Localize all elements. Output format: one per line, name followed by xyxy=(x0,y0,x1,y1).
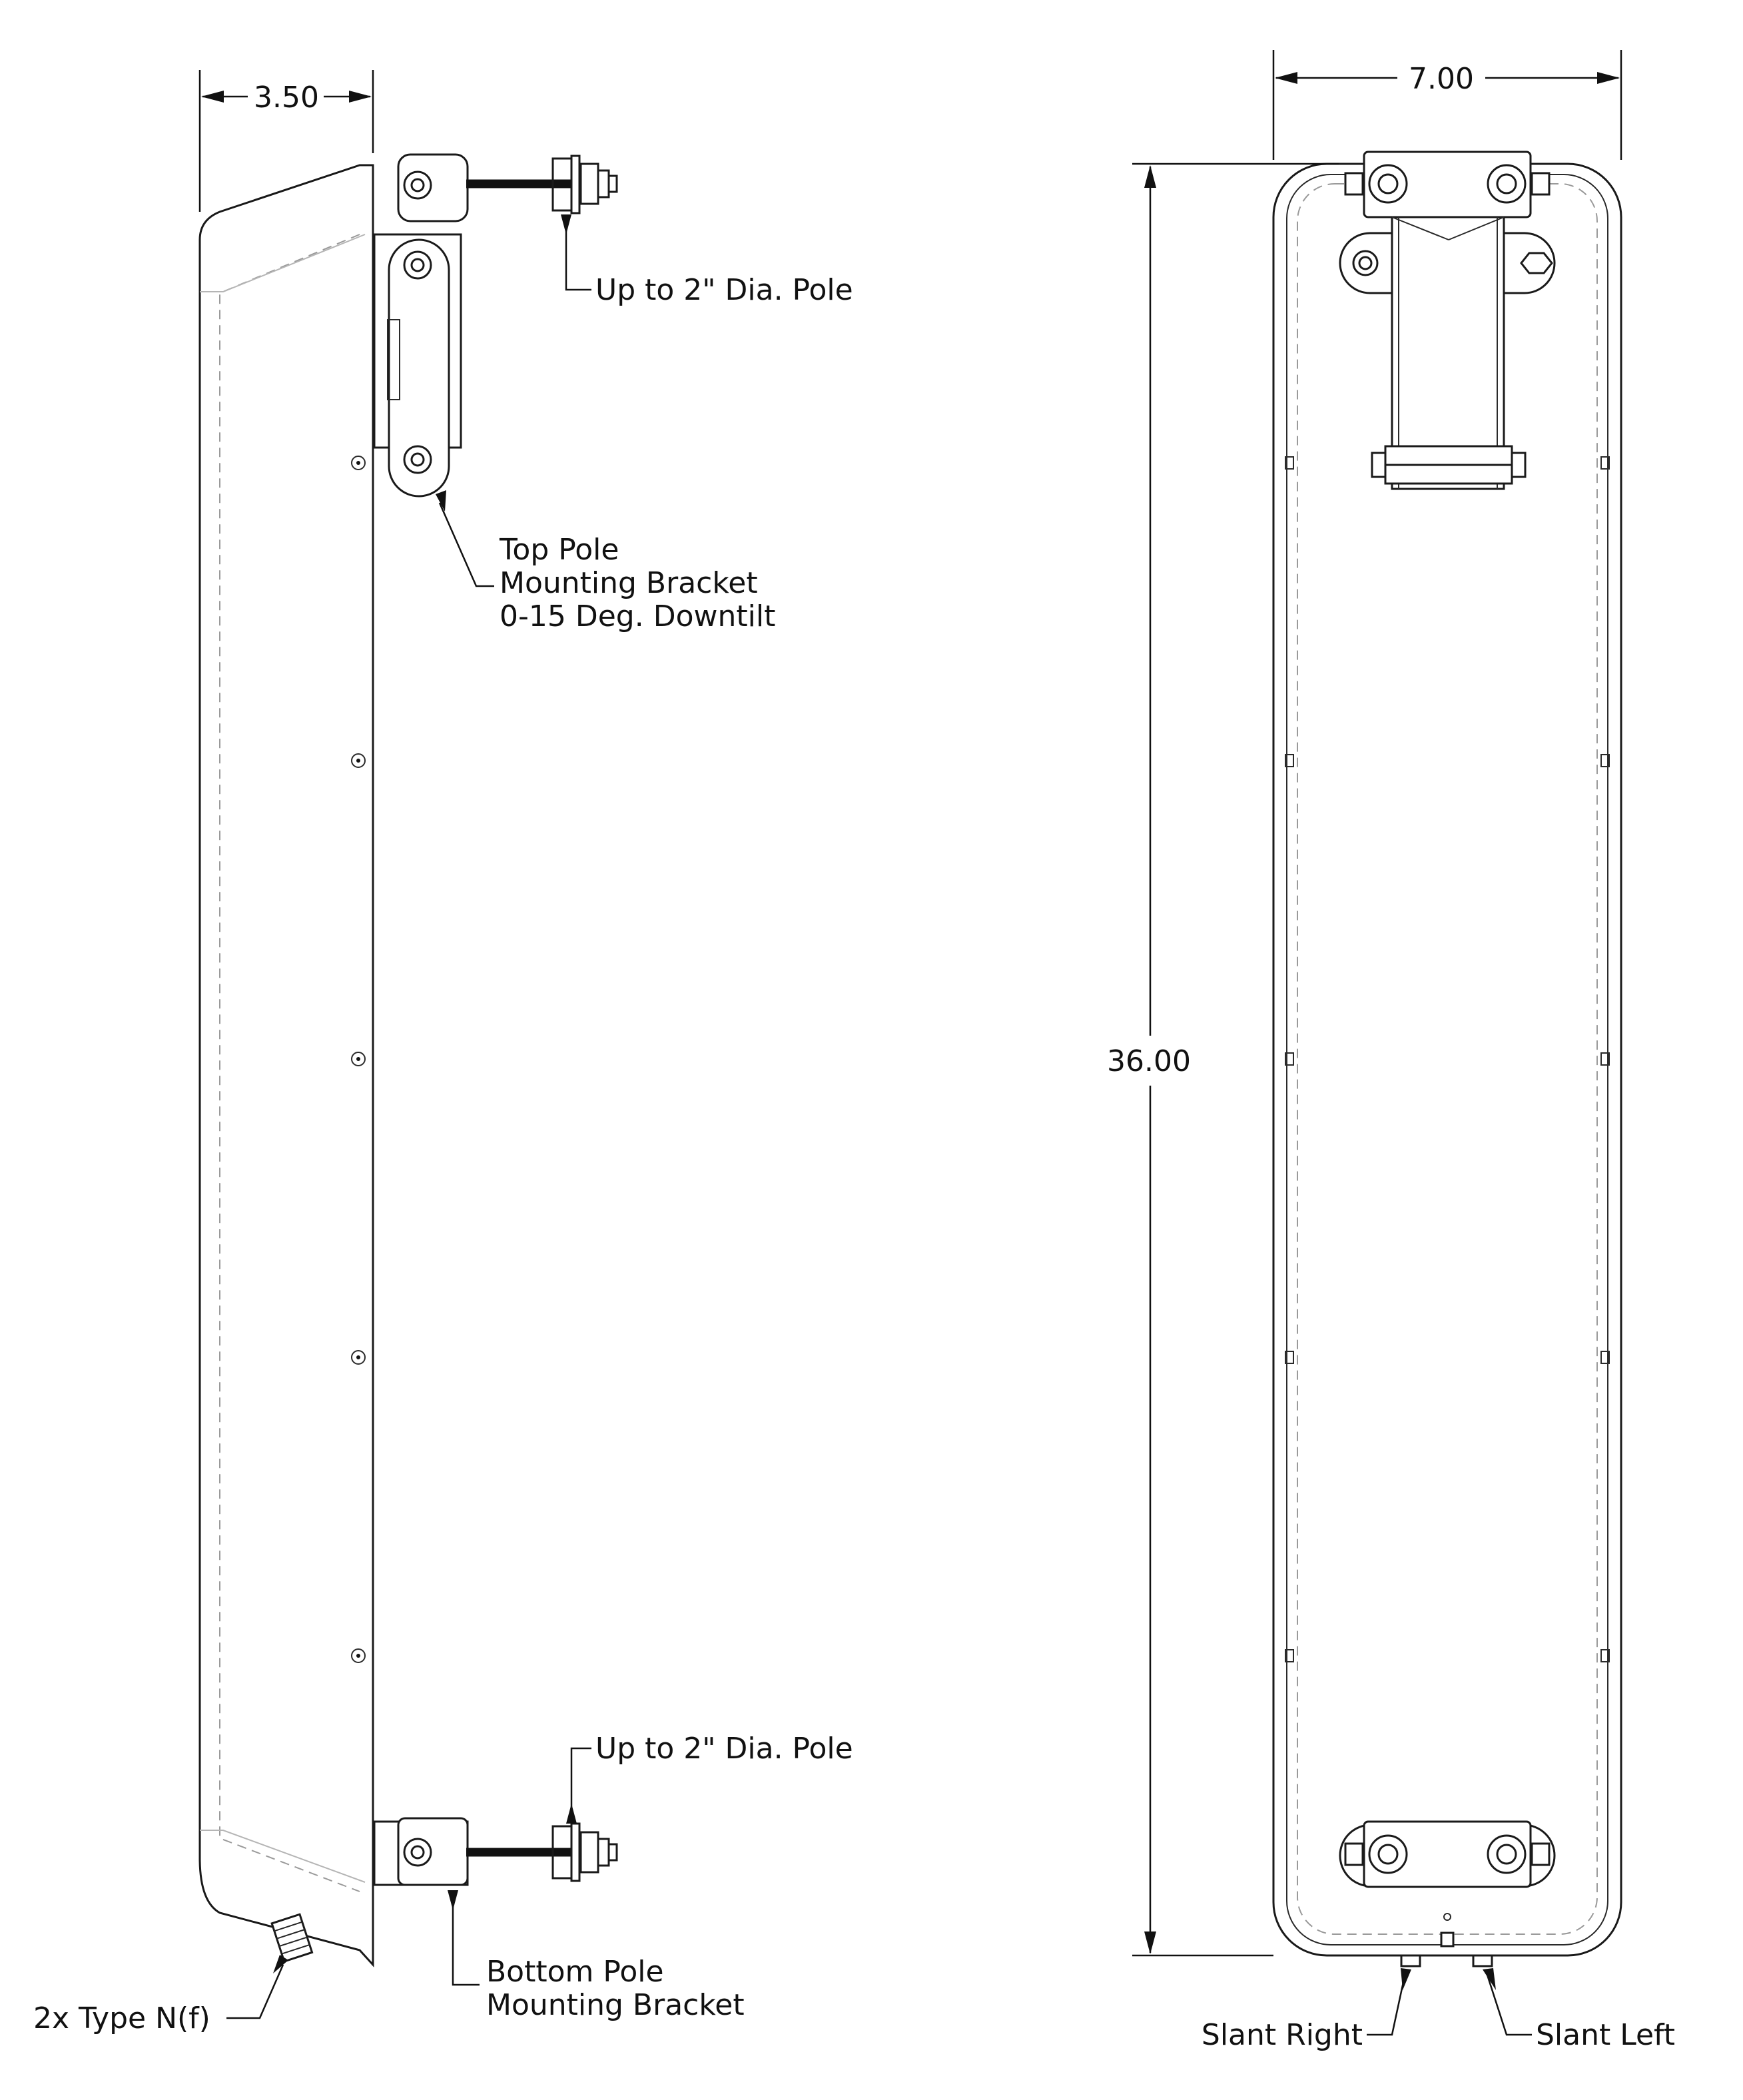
top-pole-callout: Up to 2" Dia. Pole xyxy=(595,273,853,307)
width-dimension xyxy=(1272,50,1622,160)
front-view-connectors xyxy=(1400,1913,1493,1967)
top-bracket-callout-line-2: Mounting Bracket xyxy=(500,566,758,600)
side-view-body-outline xyxy=(198,164,374,1967)
depth-dimension xyxy=(198,70,374,212)
height-dimension-label: 36.00 xyxy=(1107,1044,1191,1078)
bottom-bracket-callout-line-2: Mounting Bracket xyxy=(486,1988,745,2022)
slant-left-callout: Slant Left xyxy=(1536,2018,1675,2052)
side-view-hidden-radome xyxy=(219,234,360,1892)
side-view-bottom-bracket xyxy=(373,1817,618,1886)
front-view-rivets xyxy=(1285,456,1610,1662)
side-view xyxy=(198,70,618,2019)
side-view-radome-edge xyxy=(200,234,366,1883)
bottom-bracket-callout-line-1: Bottom Pole xyxy=(486,1955,664,1989)
slant-right-callout: Slant Right xyxy=(1202,2018,1363,2052)
top-bracket-callout-line-3: 0-15 Deg. Downtilt xyxy=(500,599,775,633)
side-view-rivets xyxy=(351,456,366,1663)
top-bracket-callout-line-1: Top Pole xyxy=(499,533,619,567)
height-dimension xyxy=(1132,163,1339,1957)
connectors-callout: 2x Type N(f) xyxy=(33,2001,210,2035)
side-view-connector xyxy=(270,1913,314,1963)
bottom-pole-callout: Up to 2" Dia. Pole xyxy=(595,1732,853,1766)
width-dimension-label: 7.00 xyxy=(1409,62,1474,96)
side-view-top-bracket xyxy=(373,153,618,498)
front-view-leaders xyxy=(1367,1968,1532,2036)
front-view-top-bracket xyxy=(1339,151,1556,490)
front-view-bottom-bracket xyxy=(1339,1820,1556,1888)
depth-dimension-label: 3.50 xyxy=(254,81,319,115)
side-view-leaders xyxy=(226,214,591,2019)
front-view xyxy=(1132,50,1622,2036)
